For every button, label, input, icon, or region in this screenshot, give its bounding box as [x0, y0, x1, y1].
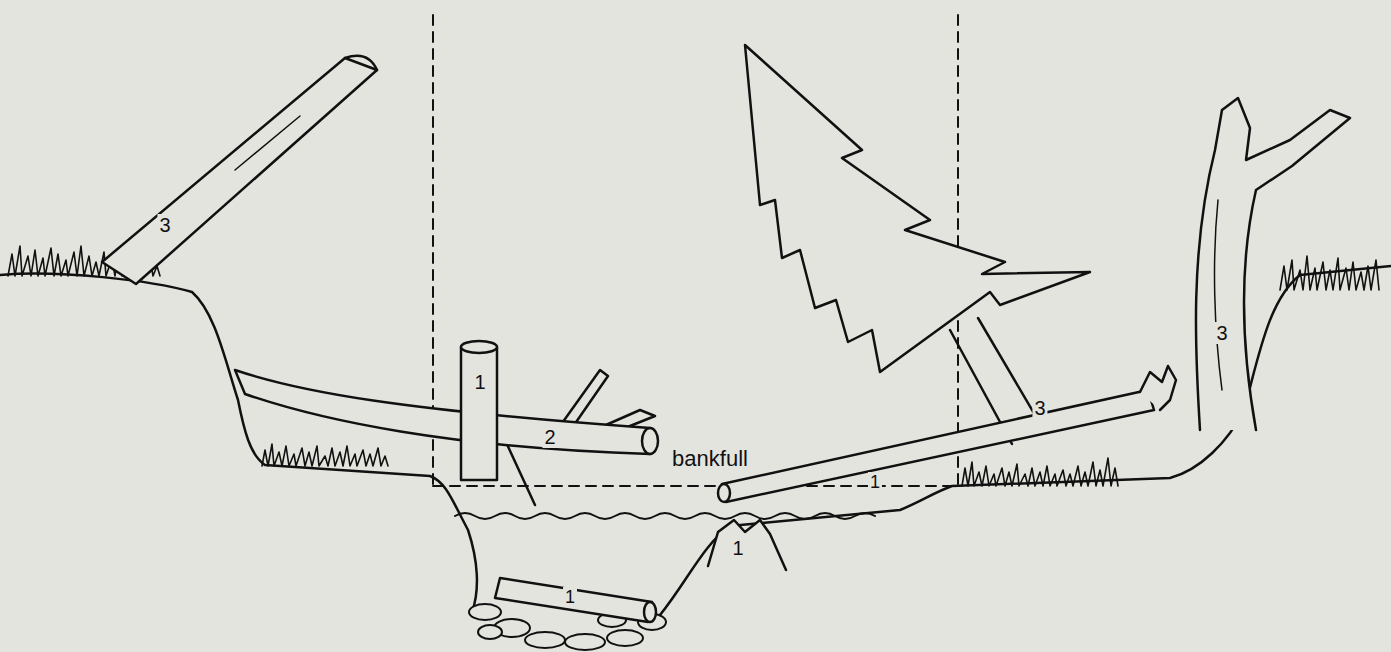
callout-number: 3: [157, 214, 172, 236]
log: [102, 58, 377, 284]
stump: [708, 520, 786, 570]
callout-number: 3: [1214, 322, 1229, 344]
spruce-crown: [745, 45, 1090, 372]
snag: [1196, 98, 1350, 430]
callout-number: 1: [730, 537, 745, 559]
callout-number: 1: [868, 472, 882, 492]
log-end: [461, 341, 497, 353]
callout-number: 1: [563, 587, 577, 607]
callout-number: 1: [472, 371, 487, 393]
vertical-log: [461, 347, 497, 480]
log: [495, 578, 652, 622]
grass: [1280, 256, 1379, 290]
log: [235, 370, 650, 454]
log-end: [345, 56, 377, 70]
water-level-label: bankfull: [670, 447, 750, 471]
grass: [262, 444, 388, 466]
log-end: [642, 428, 658, 454]
callout-number: 2: [542, 426, 557, 448]
bark-line: [1215, 200, 1222, 390]
callout-number: 3: [1032, 397, 1047, 419]
log-end: [644, 602, 656, 622]
log-end: [718, 484, 730, 502]
root-wad: [1140, 366, 1176, 410]
bark-line: [235, 116, 300, 170]
log: [722, 390, 1154, 502]
grass: [962, 458, 1118, 486]
ground-profile: [0, 266, 1391, 615]
water-surface: [455, 513, 875, 519]
